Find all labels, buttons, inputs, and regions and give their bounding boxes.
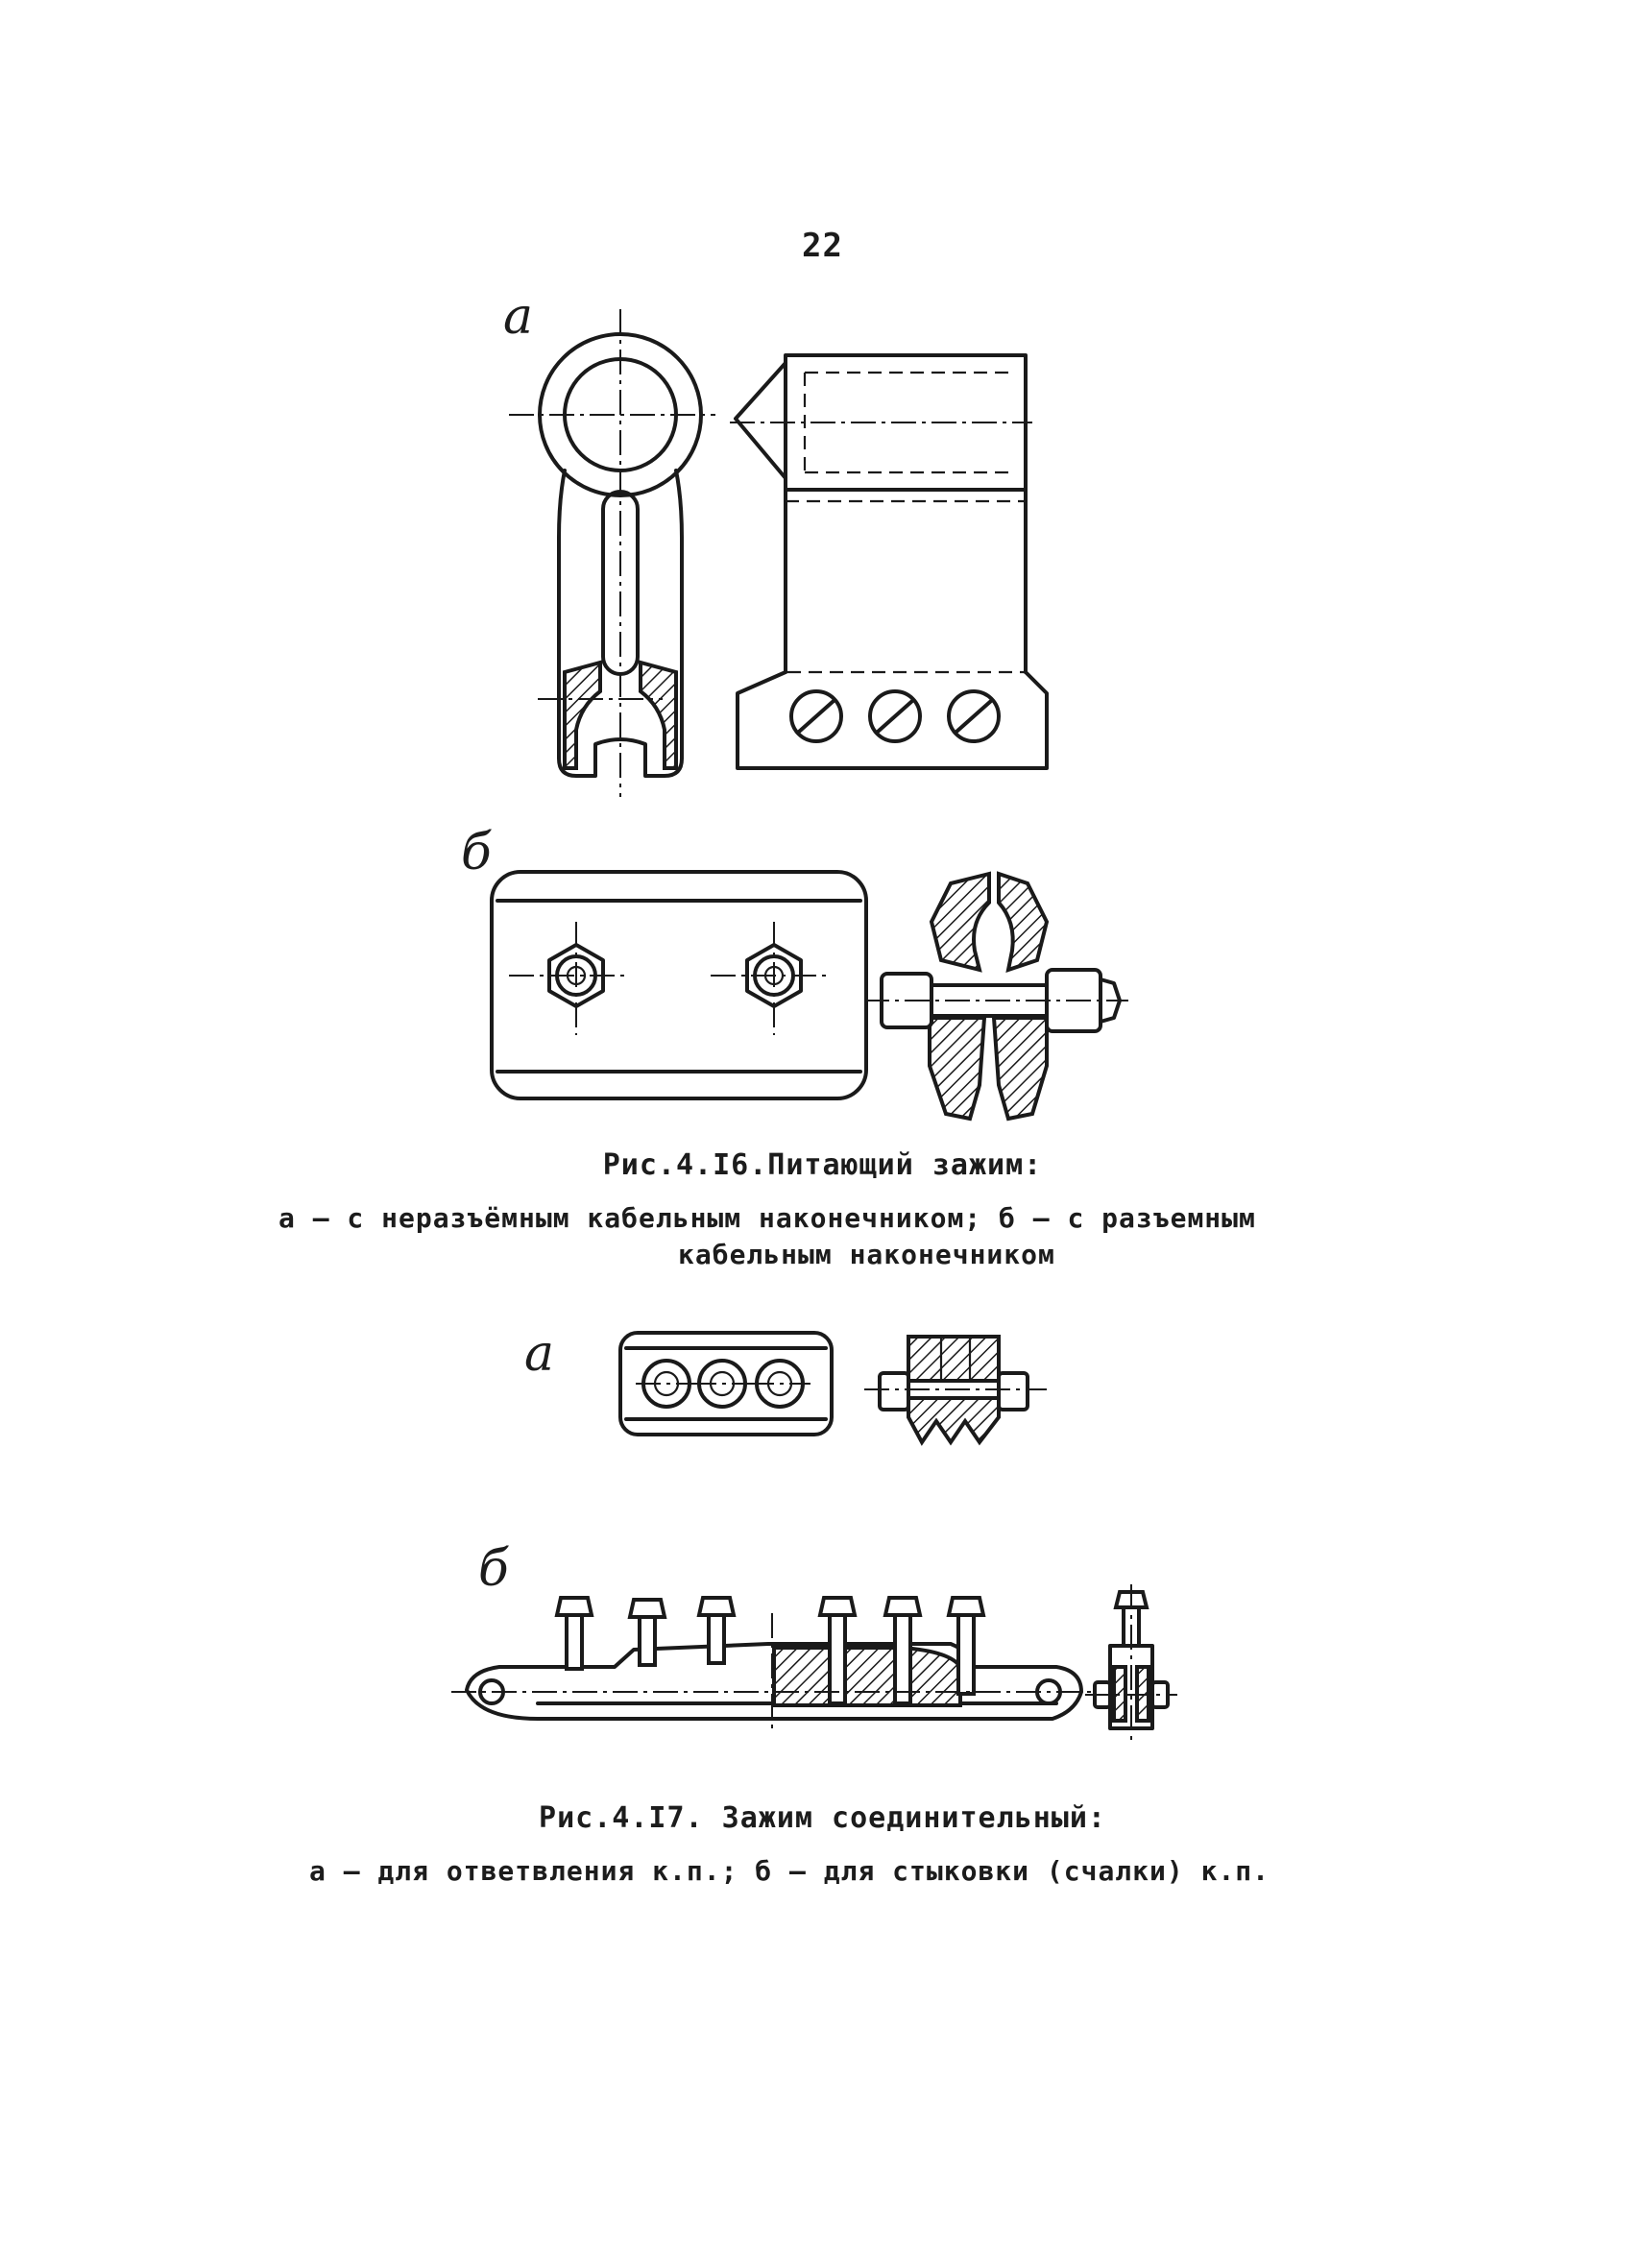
page-number: 22	[802, 227, 843, 265]
figure-16-label-b: б	[461, 824, 492, 881]
figure-17-caption-line1: а – для ответвления к.п.; б – для стыков…	[309, 1855, 1270, 1887]
fig17b-splice-clamp	[451, 1596, 1095, 1728]
fig17a-branch-clamp-plate	[618, 1331, 834, 1436]
figure-16-caption-line2: кабельным наконечником	[678, 1239, 1055, 1270]
figure-16-caption-line1: а – с неразъёмным кабельным наконечником…	[278, 1202, 1256, 1234]
figure-16-label-a: а	[503, 288, 534, 346]
fig16a-lug-front-view	[509, 309, 715, 797]
fig16a-screw	[868, 689, 922, 743]
fig17b-splice-clamp-end-view	[1085, 1584, 1177, 1743]
fig16b-split-clamp-section	[864, 871, 1128, 1122]
fig16a-lug-side-view	[730, 353, 1049, 770]
figure-17-caption-title: Рис.4.I7. Зажим соединительный:	[539, 1801, 1106, 1835]
figure-16-caption-title: Рис.4.I6.Питающий зажим:	[602, 1148, 1043, 1182]
fig16a-screw	[947, 689, 1001, 743]
figure-17-label-a: а	[524, 1325, 555, 1383]
fig17a-branch-clamp-section	[864, 1335, 1047, 1446]
fig16a-screw	[789, 689, 843, 743]
figure-17-label-b: б	[478, 1540, 509, 1598]
fig16b-clamp-plate	[490, 870, 868, 1100]
